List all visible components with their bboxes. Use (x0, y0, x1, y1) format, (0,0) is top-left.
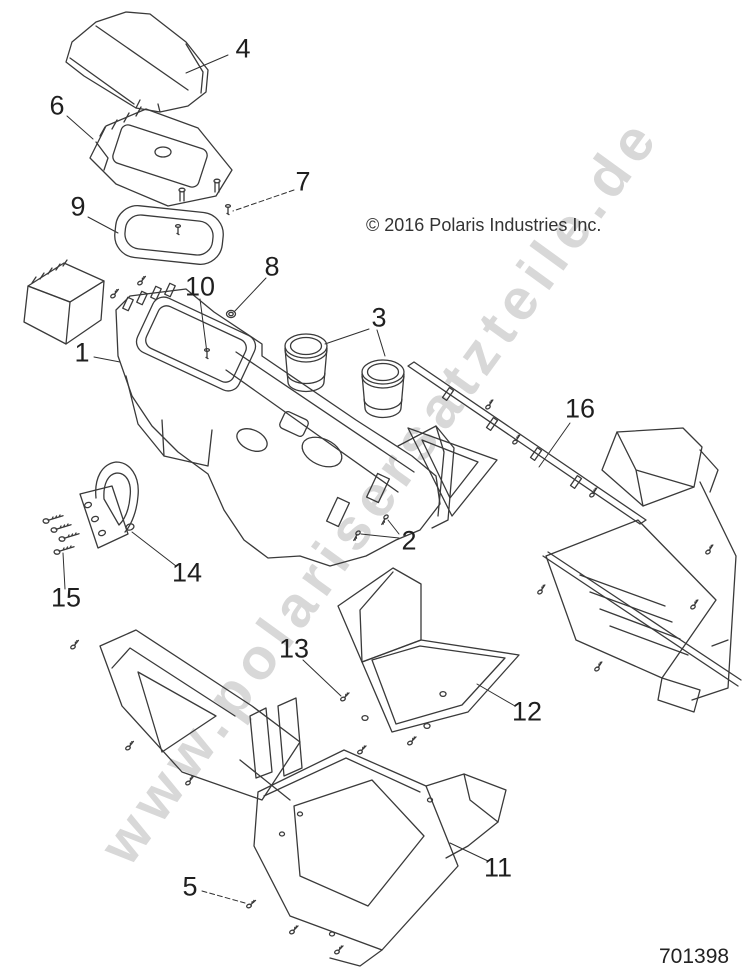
callout-3: 3 (371, 302, 387, 333)
callout-11: 11 (483, 852, 513, 883)
callout-14: 14 (171, 557, 203, 588)
leader-lines (62, 54, 571, 904)
callout-7: 7 (295, 166, 311, 197)
lid-hinge-base-part (89, 106, 233, 207)
callout-13: 13 (278, 633, 310, 664)
cup-holders-part (284, 333, 405, 419)
floor-panel-part (337, 567, 520, 733)
callout-12: 12 (511, 696, 543, 727)
loose-fasteners (68, 203, 717, 956)
side-panel-bracket-part (407, 361, 742, 713)
callout-6: 6 (49, 90, 65, 121)
callout-16: 16 (564, 393, 596, 424)
grab-handle-part (79, 461, 139, 549)
seal-gasket-part (114, 205, 224, 265)
callout-4: 4 (235, 33, 251, 64)
callout-9: 9 (70, 191, 86, 222)
copyright-text: © 2016 Polaris Industries Inc. (366, 215, 602, 235)
armrest-lid-part (65, 11, 209, 113)
callout-8: 8 (264, 251, 280, 282)
center-console-part (115, 282, 455, 567)
storage-bin-lid-part (23, 259, 105, 345)
callout-1: 1 (74, 337, 90, 368)
callout-15: 15 (50, 582, 82, 613)
handle-bolts-part (42, 514, 80, 555)
callout-10: 10 (184, 271, 216, 302)
callout-5: 5 (182, 871, 198, 902)
lower-console-bracket-part (99, 629, 507, 967)
callout-2: 2 (401, 525, 417, 556)
catalog-number: 701398 (659, 945, 730, 968)
